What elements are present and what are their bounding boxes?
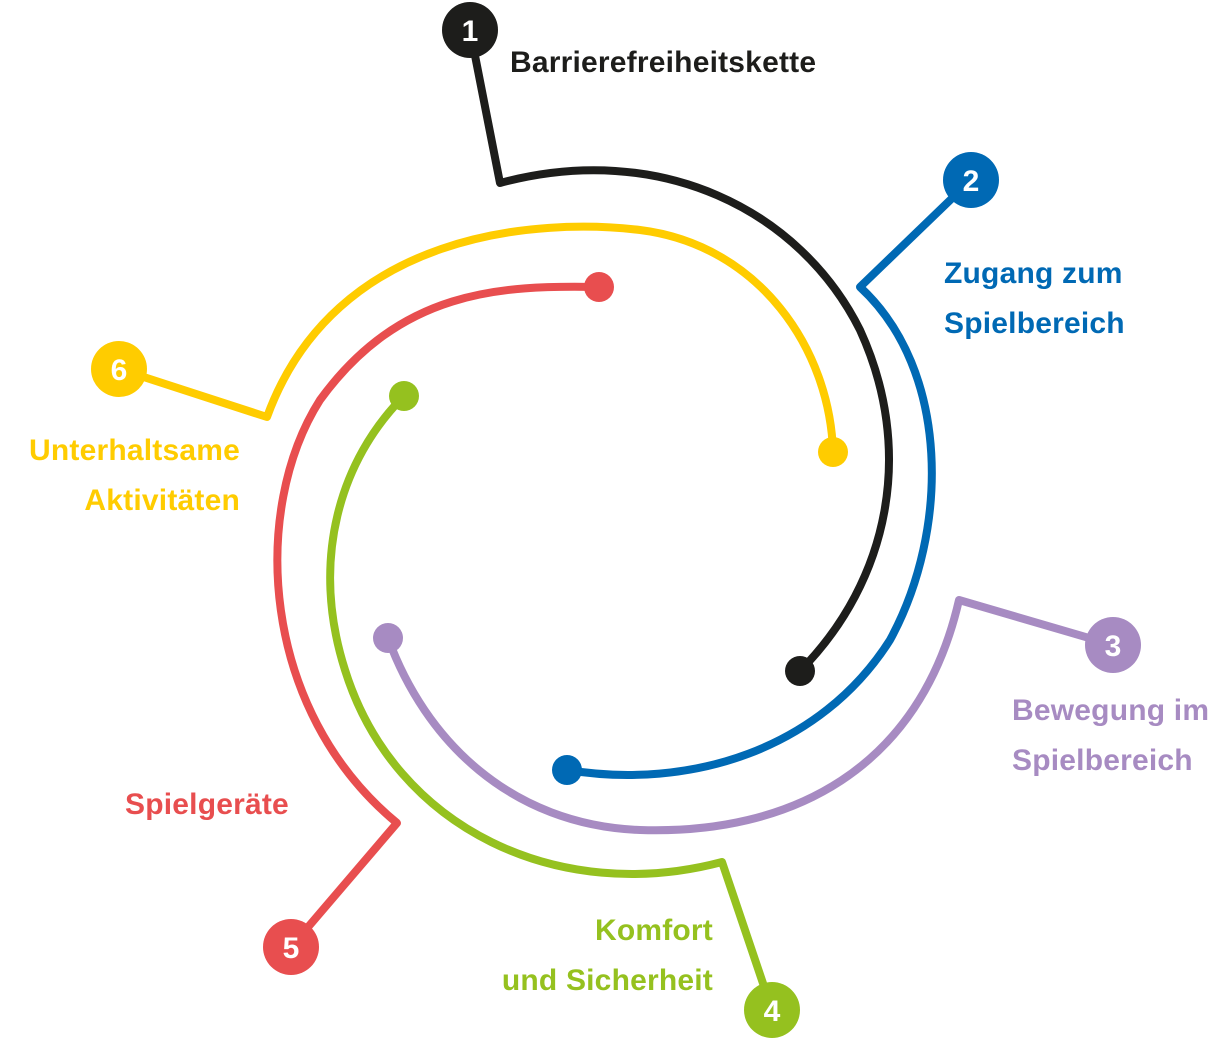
step-2-line (563, 176, 975, 779)
step-1-number: 1 (462, 15, 479, 48)
step-3-label: Bewegung im Spielbereich (1012, 686, 1209, 786)
step-2-end-dot (552, 755, 582, 785)
step-3-number: 3 (1105, 630, 1122, 663)
step-4-number: 4 (764, 995, 781, 1028)
step-1-label-line-1: Barrierefreiheitskette (510, 46, 817, 79)
step-4-label-line-2: und Sicherheit (501, 964, 713, 997)
step-4-line (326, 392, 776, 1014)
step-5-label-line-1: Spielgeräte (125, 788, 289, 821)
step-3-label-line-1: Bewegung im (1012, 694, 1210, 727)
step-6-line (115, 222, 837, 456)
step-6-label-line-1: Unterhaltsame (28, 434, 240, 467)
step-5-line (273, 282, 603, 951)
step-1-end-dot (785, 656, 815, 686)
step-5-label: Spielgeräte (125, 780, 289, 830)
step-5-number: 5 (283, 932, 300, 965)
step-6-end-dot (818, 437, 848, 467)
step-2-label: Zugang zum Spielbereich (944, 249, 1125, 349)
step-2-label-line-2: Spielbereich (944, 307, 1125, 340)
step-1-line (466, 26, 893, 675)
step-1-label: Barrierefreiheitskette (510, 38, 816, 88)
step-5-end-dot (584, 272, 614, 302)
step-3-label-line-2: Spielbereich (1012, 744, 1193, 777)
step-6-branch: 6 (91, 222, 848, 467)
step-4-branch: 4 (326, 381, 800, 1038)
step-3-end-dot (373, 623, 403, 653)
step-5-badge (263, 919, 319, 975)
step-3-line (384, 596, 1117, 835)
step-4-end-dot (389, 381, 419, 411)
step-4-badge (744, 982, 800, 1038)
step-4-label-line-1: Komfort (594, 914, 713, 947)
step-3-badge (1085, 617, 1141, 673)
step-6-badge (91, 341, 147, 397)
step-1-branch: 1 (442, 2, 893, 686)
step-6-label-line-2: Aktivitäten (84, 484, 240, 517)
step-4-label: Komfort und Sicherheit (502, 906, 713, 1006)
step-2-badge (943, 152, 999, 208)
step-5-branch: 5 (263, 272, 614, 975)
step-6-label: Unterhaltsame Aktivitäten (29, 426, 240, 526)
step-6-number: 6 (111, 354, 128, 387)
step-2-label-line-1: Zugang zum (944, 257, 1123, 290)
step-3-branch: 3 (373, 596, 1141, 835)
step-2-branch: 2 (552, 152, 999, 785)
step-2-number: 2 (963, 165, 980, 198)
step-1-badge (442, 2, 498, 58)
